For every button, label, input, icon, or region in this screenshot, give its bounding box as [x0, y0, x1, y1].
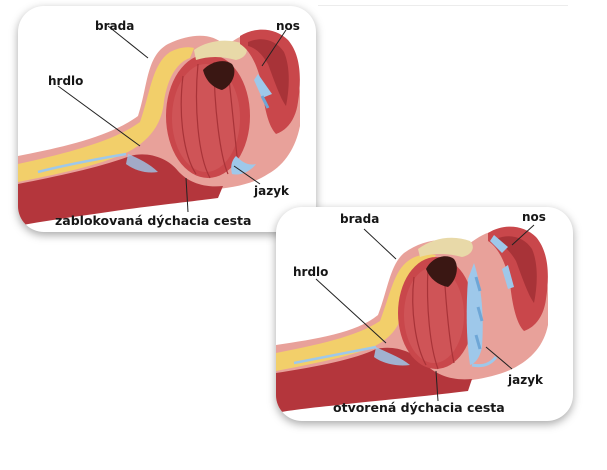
fat-layer	[18, 47, 194, 182]
label-tongue: jazyk	[508, 373, 543, 387]
label-chin: brada	[95, 19, 135, 33]
label-nose: nos	[522, 210, 546, 224]
label-nose: nos	[276, 19, 300, 33]
blocked-airway-illustration	[18, 25, 300, 226]
nasal-airflow	[490, 235, 508, 253]
palate	[194, 40, 247, 60]
caption-open-airway: otvorená dýchacia cesta	[333, 400, 505, 415]
oral-cavity	[203, 61, 235, 90]
label-throat: hrdlo	[293, 265, 329, 279]
blocked-airway-panel: brada nos hrdlo jazyk zablokovaná dýchac…	[18, 6, 316, 232]
open-airway-illustration	[276, 224, 548, 413]
label-chin: brada	[340, 212, 380, 226]
throat-airway	[231, 156, 256, 175]
open-airway-panel: brada nos hrdlo jazyk otvorená dýchacia …	[276, 207, 573, 421]
background-rule	[318, 5, 568, 6]
neck-muscle	[18, 154, 223, 226]
oral-cavity	[426, 256, 457, 287]
label-throat: hrdlo	[48, 74, 84, 88]
palate	[418, 237, 473, 257]
label-tongue: jazyk	[254, 184, 289, 198]
nasal-airflow	[254, 74, 272, 98]
fat-layer	[276, 254, 436, 371]
caption-blocked-airway: zablokovaná dýchacia cesta	[55, 213, 252, 228]
